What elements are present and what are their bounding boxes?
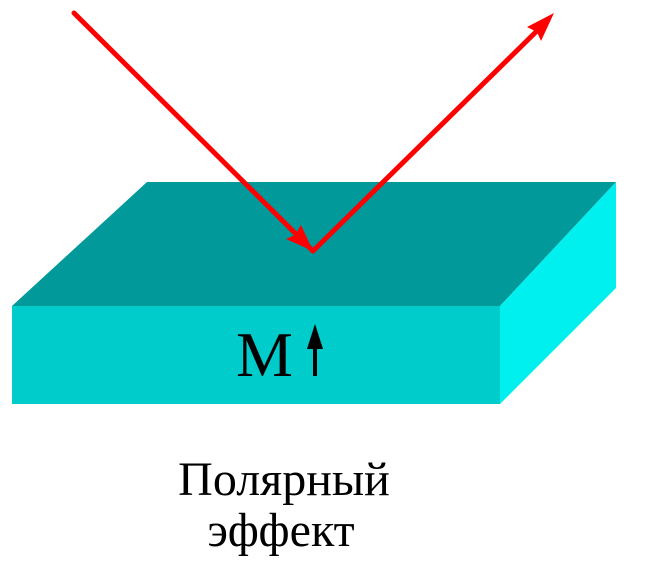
magnetic-slab [12, 182, 616, 404]
reflected-beam [310, 13, 554, 254]
magnetization-symbol: M [236, 319, 293, 390]
slab-side-face [500, 182, 616, 404]
magnetization-arrow-icon [307, 324, 323, 376]
reflected-beam-arrowhead [527, 13, 554, 41]
caption-line-1: Полярный [178, 453, 390, 506]
slab-top-face [12, 182, 616, 306]
incident-beam-arrowhead [286, 225, 313, 251]
incident-beam [71, 10, 316, 254]
slab-front-face [12, 306, 500, 404]
caption-line-2: эффект [207, 504, 354, 557]
